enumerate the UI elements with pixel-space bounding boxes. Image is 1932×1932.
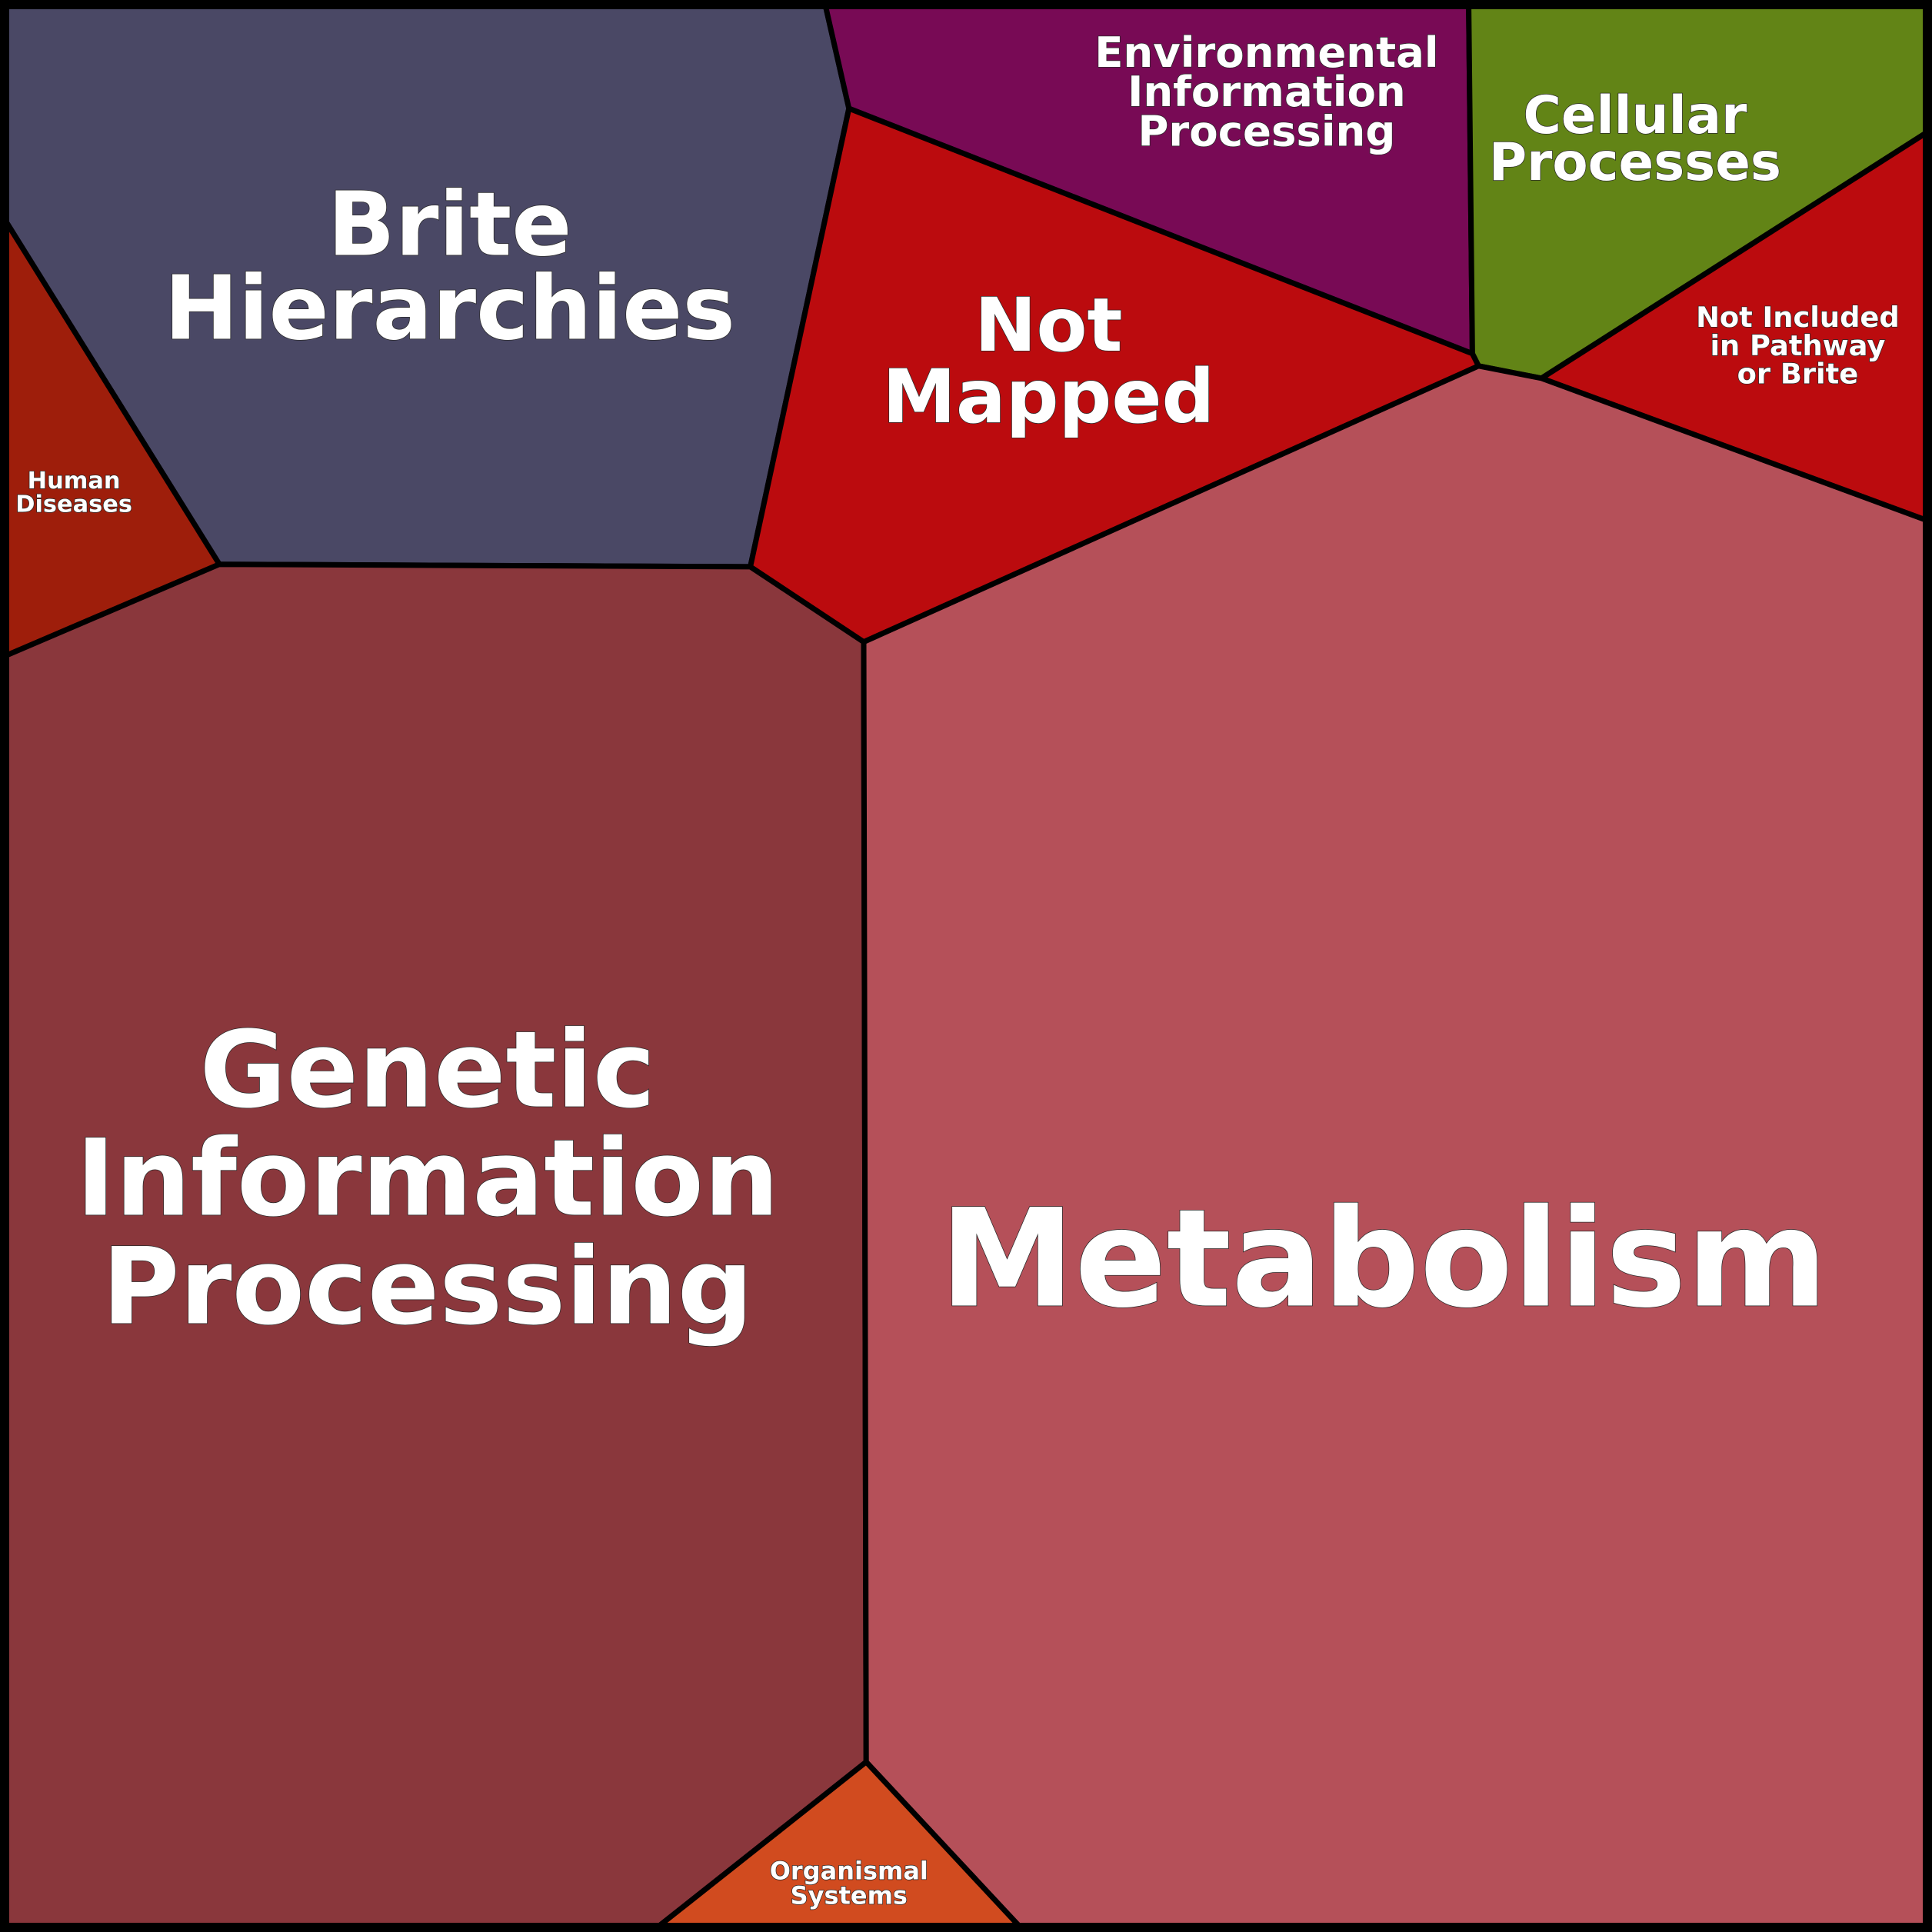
label-line: Mapped [882,354,1214,440]
label-line: Processes [1489,132,1781,192]
cell-metabolism [861,363,1929,1929]
label-line: Information [1128,67,1406,116]
label-line: Diseases [15,491,132,518]
label-line: Human [28,468,121,495]
label-line: Hierarchies [164,257,735,360]
label-line: Organismal [770,1856,928,1885]
label-line: Processing [102,1226,754,1349]
label-line: Cellular [1524,85,1747,145]
label-line: Information [76,1118,779,1241]
label-line: Genetic [199,1009,655,1132]
label-line: in Pathway [1710,329,1885,362]
label-line: Brite [328,174,572,277]
label-line: Not [974,282,1122,368]
label-line: Metabolism [940,1180,1827,1338]
label-line: or Brite [1737,358,1859,391]
label-line: Not Included [1696,301,1900,334]
label-line: Systems [791,1881,908,1910]
label-line: Environmental [1094,28,1438,77]
label-line: Processing [1138,106,1395,155]
label-metabolism: Metabolism [940,1180,1827,1338]
